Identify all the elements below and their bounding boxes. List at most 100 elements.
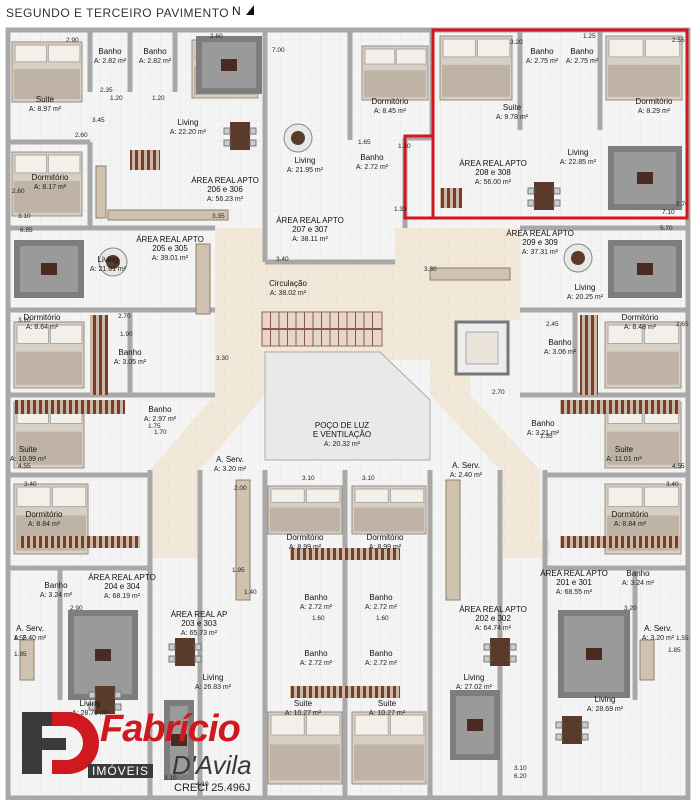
- table-202: [483, 638, 517, 666]
- room-area-dormitorio-204-304: A: 8.84 m²: [28, 521, 61, 528]
- dimension-label: 2.65: [676, 321, 689, 328]
- kitchen-counter-6: [235, 479, 251, 601]
- brand-logo: Fabrício IMÓVEIS D'Avila CRECI 25.496J: [22, 708, 252, 800]
- dimension-label: 3.10: [164, 775, 177, 782]
- bed-dorm-208: [605, 35, 683, 101]
- dimension-label: 1.55: [14, 635, 27, 642]
- room-name-living-202-302: Living: [464, 673, 485, 682]
- north-label: N: [232, 4, 241, 18]
- room-area-aserv-201: A: 3.20 m²: [642, 635, 675, 642]
- brand-creci: CRECI 25.496J: [174, 782, 251, 794]
- dimension-label: 3.30: [216, 355, 229, 362]
- room-name-suite-202-302: Suite: [378, 699, 397, 708]
- dimension-label: 3.40: [666, 481, 679, 488]
- room-area-living-207-307: A: 21.95 m²: [287, 167, 324, 174]
- room-label-aserv-201: A. Serv. A: 3.20 m²: [642, 624, 675, 642]
- room-name-suite-203-303: Suite: [294, 699, 313, 708]
- room-name-aserv-204: A. Serv.: [16, 624, 44, 633]
- dimension-label: 6.85: [20, 227, 33, 234]
- brand-name: Fabrício: [100, 708, 241, 750]
- room-area-living-208-308: A: 22.85 m²: [560, 159, 597, 166]
- dimension-label: 1.60: [376, 615, 389, 622]
- room-name-area-real-206-306-1: 206 e 306: [207, 185, 243, 194]
- dimension-label: 3.20: [510, 39, 523, 46]
- corridor-left: [150, 540, 200, 558]
- dimension-label: 3.45: [92, 117, 105, 124]
- dimension-label: 5.70: [660, 225, 673, 232]
- room-name-dormitorio-207-307: Dormitório: [372, 97, 409, 106]
- sofa-living-204: [68, 610, 138, 700]
- dimension-label: 1.20: [110, 95, 123, 102]
- room-area-living-203-303: A: 26.83 m²: [195, 684, 232, 691]
- room-name-area-real-203-303-1: 203 e 303: [181, 619, 217, 628]
- room-area-poco: A: 20.32 m²: [324, 441, 361, 448]
- dimension-label: 7.10: [662, 209, 675, 216]
- bed-suite-206: [11, 41, 83, 103]
- room-name-banho-b1: Banho: [530, 47, 554, 56]
- sofa-living-201: [558, 610, 630, 698]
- room-area-area-real-204-304: A: 68.19 m²: [104, 593, 141, 600]
- room-label-aserv-203: A. Serv.A: 3.20 m²: [214, 455, 247, 473]
- room-name-dormitorio-205-305: Dormitório: [24, 313, 61, 322]
- light-well: [264, 351, 431, 461]
- wardrobe-204d: [20, 536, 140, 548]
- kitchen-counter-7: [445, 479, 461, 601]
- room-name-area-real-205-305: ÁREA REAL APTO: [136, 235, 204, 244]
- room-area-aserv-204: A: 2.40 m²: [14, 635, 47, 642]
- room-area-dormitorio-206-306: A: 8.17 m²: [34, 184, 67, 191]
- room-name-living-209-309: Living: [575, 283, 596, 292]
- room-name-area-real-209-309-1: 209 e 309: [522, 238, 558, 247]
- room-area-banho-204-304: A: 3.24 m²: [40, 592, 73, 599]
- room-name-banho-a2: Banho: [143, 47, 167, 56]
- dimension-label: 2.55: [672, 37, 685, 44]
- room-name-living-207-307: Living: [295, 156, 316, 165]
- wardrobe-208: [440, 188, 462, 208]
- room-name-area-real-202-302-1: 202 e 302: [475, 614, 511, 623]
- bed-dorm-202: [351, 485, 427, 535]
- room-area-area-real-209-309: A: 37.31 m²: [522, 249, 559, 256]
- room-area-area-real-203-303: A: 65.73 m²: [181, 630, 218, 637]
- room-name-banho-201-301: Banho: [626, 569, 650, 578]
- bed-dorm-205: [13, 321, 85, 389]
- dimension-label: 3.40: [24, 481, 37, 488]
- dimension-label: 2.45: [546, 321, 559, 328]
- room-name-living-204-304: Living: [80, 699, 101, 708]
- room-name-banho-e1: Banho: [304, 649, 328, 658]
- bed-suite-203: [267, 711, 343, 785]
- wardrobe-205: [90, 315, 108, 395]
- dimension-label: 1.95: [232, 567, 245, 574]
- room-name-banho-d1: Banho: [304, 593, 328, 602]
- table-207: [283, 123, 313, 153]
- room-area-suite-204-304: A: 10.99 m²: [10, 456, 47, 463]
- table-204: [88, 686, 122, 714]
- room-name-banho-a1: Banho: [98, 47, 122, 56]
- dimension-label: 3.40: [276, 256, 289, 263]
- room-area-banho-c1: A: 2.97 m²: [144, 416, 177, 423]
- room-area-suite-208-308: A: 9.78 m²: [496, 114, 529, 121]
- brand-surname: D'Avila: [172, 750, 252, 780]
- room-name-aserv-201: A. Serv.: [644, 624, 672, 633]
- dimension-label: 1.55: [676, 635, 689, 642]
- dimension-label: 1.20: [152, 95, 165, 102]
- room-name-banho-205-305: Banho: [118, 348, 142, 357]
- room-area-dormitorio-202-302: A: 8.99 m²: [369, 544, 402, 551]
